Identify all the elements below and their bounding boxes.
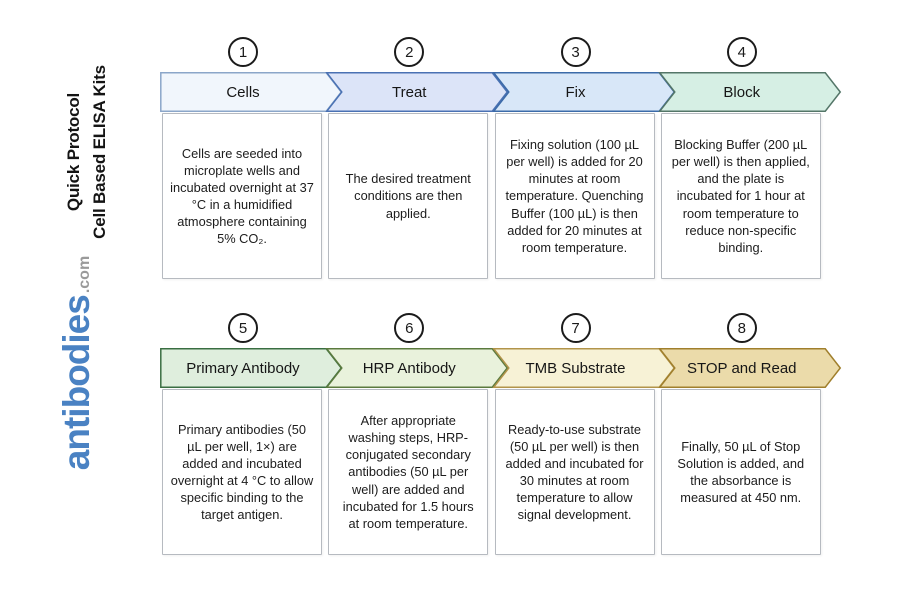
step-description-box: Cells are seeded into microplate wells a… <box>162 113 322 279</box>
step-label: Cells <box>226 83 260 101</box>
step-label: Treat <box>392 83 427 101</box>
step-number: 4 <box>737 43 746 61</box>
step-description-box: Finally, 50 µL of Stop Solution is added… <box>660 389 821 555</box>
step-number: 6 <box>405 319 414 337</box>
step-number: 1 <box>238 43 248 61</box>
step-description-box: The desired treatment conditions are the… <box>328 113 489 279</box>
step-number: 7 <box>571 319 580 337</box>
step-label: Fix <box>565 83 586 101</box>
brand-logo-name: antibodies <box>56 295 97 471</box>
step-number: 8 <box>737 319 746 337</box>
step-number-badge: 1 <box>228 37 258 67</box>
step-number: 5 <box>238 319 248 337</box>
step-label: STOP and Read <box>686 359 797 377</box>
step-description-box: Fixing solution (100 µL per well) is add… <box>494 113 655 279</box>
step-description-box: Primary antibodies (50 µL per well, 1×) … <box>162 389 322 555</box>
step-number-badge: 3 <box>560 37 591 67</box>
step-arrow <box>658 72 841 112</box>
step-arrow-shape <box>658 348 841 388</box>
step-description-text: After appropriate washing steps, HRP-con… <box>342 413 474 531</box>
brand-logo-domain: .com <box>76 255 93 294</box>
step-number: 2 <box>405 43 414 61</box>
brand-logo: antibodies .com <box>53 238 123 488</box>
step-description-text: Finally, 50 µL of Stop Solution is added… <box>677 438 805 506</box>
step-number-badge: 2 <box>394 37 425 67</box>
step-number-badge: 4 <box>726 37 757 67</box>
step-label: Primary Antibody <box>186 359 300 377</box>
step-description-box: Blocking Buffer (200 µL per well) is the… <box>660 113 821 279</box>
step-label: HRP Antibody <box>362 359 456 377</box>
step-description-box: Ready-to-use substrate (50 µL per well) … <box>494 389 655 555</box>
step-number: 3 <box>571 43 580 61</box>
brand-logo-rotated-block: antibodies .com <box>56 232 120 494</box>
step-label: TMB Substrate <box>525 359 626 377</box>
step-description-text: Blocking Buffer (200 µL per well) is the… <box>671 137 810 255</box>
step-number-badge: 5 <box>228 313 258 343</box>
step-description-text: Cells are seeded into microplate wells a… <box>170 145 314 247</box>
step-number-badge: 6 <box>394 313 425 343</box>
step-description-text: Ready-to-use substrate (50 µL per well) … <box>505 421 644 523</box>
step-number-badge: 7 <box>560 313 591 343</box>
step-arrow-shape <box>658 72 841 112</box>
step-number-badge: 8 <box>726 313 757 343</box>
step-description-text: Primary antibodies (50 µL per well, 1×) … <box>170 421 314 523</box>
step-description-box: After appropriate washing steps, HRP-con… <box>328 389 489 555</box>
step-description-text: Fixing solution (100 µL per well) is add… <box>505 137 644 255</box>
step-description-text: The desired treatment conditions are the… <box>345 171 471 221</box>
step-arrow <box>658 348 841 388</box>
step-label: Block <box>723 83 761 101</box>
